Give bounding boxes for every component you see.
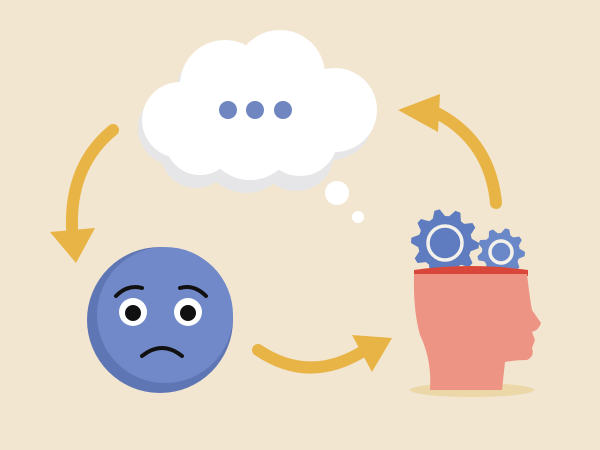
thought-cloud-icon [138, 30, 377, 223]
dot [274, 101, 292, 119]
arrow-head-icon [50, 228, 95, 263]
gear-icon [411, 209, 479, 277]
cycle-arrow-icon [252, 344, 371, 374]
cycle-arrow-icon [429, 106, 502, 209]
sad-face-icon [87, 247, 233, 393]
dot [219, 101, 237, 119]
thought-bubble [325, 181, 349, 205]
gear-icon [477, 228, 525, 276]
thought-bubble [352, 211, 364, 223]
gear-ring [488, 239, 514, 265]
head-with-gears-icon [410, 209, 541, 397]
dot [246, 101, 264, 119]
arrow-head-icon [398, 94, 440, 132]
cycle-arrow-icon [65, 124, 119, 234]
arrow-head-icon [352, 335, 392, 372]
gear-ring [426, 224, 464, 262]
